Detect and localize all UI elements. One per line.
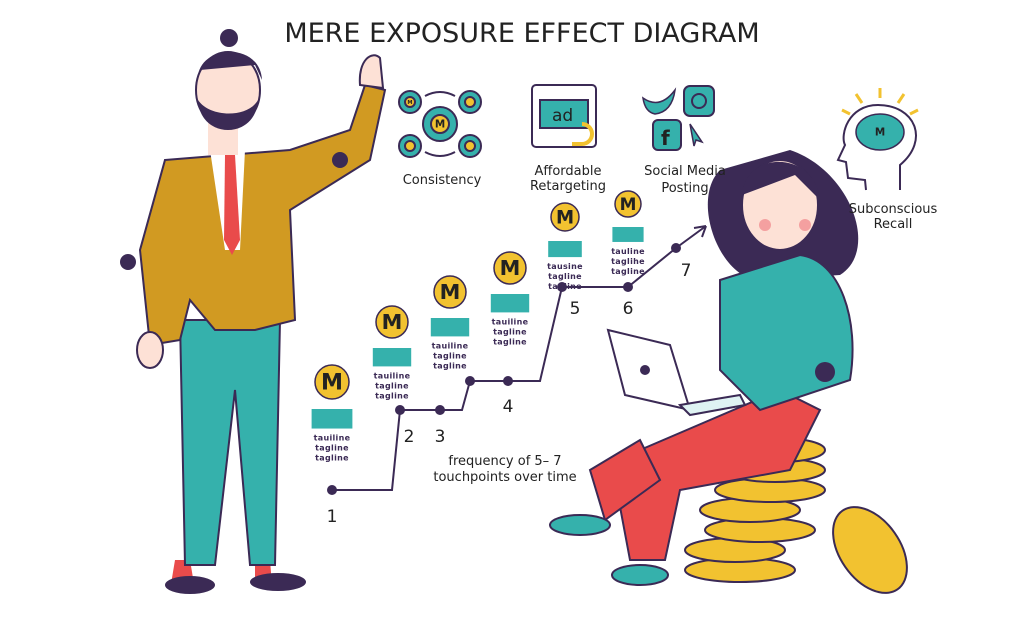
recall-label-2: Recall	[874, 217, 913, 232]
caption-line-1: frequency of 5– 7	[448, 454, 561, 469]
touchpoint-dot	[623, 282, 633, 292]
tagline-text: tauiline	[314, 434, 351, 443]
tagline-text: tauiline	[374, 371, 411, 380]
social-label-2: Posting	[661, 181, 708, 196]
brand-letter: M	[500, 256, 521, 280]
touchpoint-dot	[671, 243, 681, 253]
touchpoint-dot	[557, 282, 567, 292]
ad-banner	[372, 348, 412, 367]
ad-banner	[490, 294, 530, 313]
retargeting-label-1: Affordable	[535, 164, 602, 179]
diagram-title: MERE EXPOSURE EFFECT DIAGRAM	[284, 18, 759, 49]
touchpoint-label: 6	[623, 299, 634, 319]
tagline-text: tauline	[611, 247, 645, 256]
brand-letter: M	[875, 127, 885, 139]
tagline-text: tagline	[375, 381, 409, 390]
brand-letter: M	[407, 100, 412, 106]
tagline-text: tagline	[433, 361, 467, 370]
recall-label-1: Subconscious	[849, 202, 938, 217]
retargeting-label-2: Retargeting	[530, 179, 606, 194]
touchpoint-label: 4	[503, 397, 514, 417]
tagline-text: tagline	[493, 327, 527, 336]
tagline-text: tagline	[611, 267, 645, 276]
brain-head-icon	[836, 88, 919, 191]
ad-cards: MtauilinetaglinetaglineMtauilinetaglinet…	[311, 190, 645, 463]
touchpoint-label: 7	[681, 261, 692, 281]
facebook-icon	[652, 119, 682, 151]
ad-retargeting-icon: ad	[531, 84, 597, 148]
touchpoint-label: 3	[435, 427, 446, 447]
instagram-icon	[683, 85, 715, 117]
tagline-text: tausine	[547, 262, 583, 271]
touchpoint-label: 1	[327, 507, 338, 527]
woman-figure	[549, 150, 908, 594]
touchpoint-path: 1 2 3 4 5 6 7 frequency of 5– 7 touchpoi…	[327, 225, 707, 527]
tagline-text: tagline	[315, 444, 349, 453]
caption-line-2: touchpoints over time	[433, 470, 576, 485]
twitter-icon	[642, 87, 677, 115]
tagline-text: tagline	[548, 282, 582, 291]
tagline-text: tagline	[493, 337, 527, 346]
social-media-icon: f	[642, 85, 715, 151]
touchpoint-dot	[465, 376, 475, 386]
consistency-gears-icon	[398, 90, 482, 158]
touchpoint-label: 2	[404, 427, 415, 447]
tagline-text: tauiline	[492, 317, 529, 326]
brand-letter: M	[435, 119, 445, 131]
tagline-text: tagline	[433, 351, 467, 360]
brand-coin	[614, 190, 642, 218]
social-label-1: Social Media	[644, 164, 726, 179]
ad-banner	[548, 241, 582, 258]
tagline-text: tauiline	[432, 341, 469, 350]
brand-letter: M	[620, 194, 637, 214]
touchpoint-dot	[435, 405, 445, 415]
tagline-text: tagline	[548, 272, 582, 281]
touchpoint-label: 5	[570, 299, 581, 319]
brand-letter: M	[321, 370, 343, 396]
tagline-text: tagline	[315, 454, 349, 463]
ad-banner	[430, 318, 470, 337]
brand-coin	[314, 364, 350, 400]
brand-letter: M	[556, 207, 574, 228]
brand-letter: M	[440, 280, 461, 304]
brand-coin	[433, 275, 467, 309]
brand-coin	[375, 305, 409, 339]
tagline-text: tagline	[375, 391, 409, 400]
ad-banner	[612, 227, 644, 242]
brand-coin	[550, 202, 580, 232]
touchpoint-dot	[503, 376, 513, 386]
tagline-text: taglihe	[611, 257, 645, 266]
touchpoint-dot	[327, 485, 337, 495]
ad-banner	[311, 409, 353, 429]
man-figure	[120, 29, 387, 594]
touchpoint-dot	[395, 405, 405, 415]
consistency-label: Consistency	[403, 173, 482, 188]
brand-coin	[493, 251, 527, 285]
cursor-icon	[689, 123, 704, 147]
facebook-glyph: f	[661, 126, 670, 150]
brand-letter: M	[382, 310, 403, 334]
ad-glyph: ad	[552, 106, 573, 126]
